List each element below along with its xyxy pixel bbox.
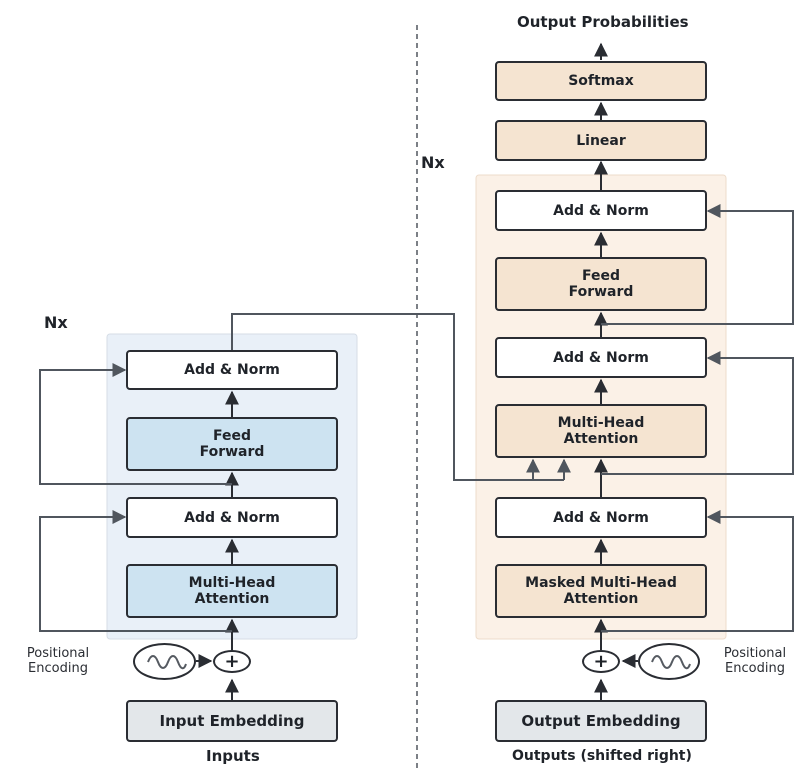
inputs-caption: Inputs	[206, 747, 260, 765]
input-embedding: Input Embedding	[126, 700, 338, 742]
decoder-feed-forward: Feed Forward	[495, 257, 707, 311]
encoder-add-norm-bottom: Add & Norm	[126, 497, 338, 538]
sine-wave-icon	[638, 643, 700, 680]
decoder-repeat-label: Nx	[421, 153, 445, 172]
decoder-add-norm-middle: Add & Norm	[495, 337, 707, 378]
encoder-feed-forward: Feed Forward	[126, 417, 338, 471]
decoder-plus-circle-icon: +	[582, 650, 620, 673]
output-probabilities-title: Output Probabilities	[517, 13, 689, 31]
decoder-add-norm-bottom: Add & Norm	[495, 497, 707, 538]
sine-wave-icon	[133, 643, 196, 680]
encoder-multi-head-attention: Multi-Head Attention	[126, 564, 338, 618]
encoder-plus-circle-icon: +	[213, 650, 251, 673]
decoder-add-norm-top: Add & Norm	[495, 190, 707, 231]
outputs-caption: Outputs (shifted right)	[512, 748, 692, 764]
decoder-positional-encoding-label: Positional Encoding	[723, 646, 787, 676]
encoder-add-norm-top: Add & Norm	[126, 350, 338, 390]
encoder-positional-encoding-label: Positional Encoding	[26, 646, 90, 676]
decoder-masked-attention: Masked Multi-Head Attention	[495, 564, 707, 618]
softmax-block: Softmax	[495, 61, 707, 101]
encoder-repeat-label: Nx	[44, 313, 68, 332]
linear-block: Linear	[495, 120, 707, 161]
output-embedding: Output Embedding	[495, 700, 707, 742]
decoder-multi-head-attention: Multi-Head Attention	[495, 404, 707, 458]
